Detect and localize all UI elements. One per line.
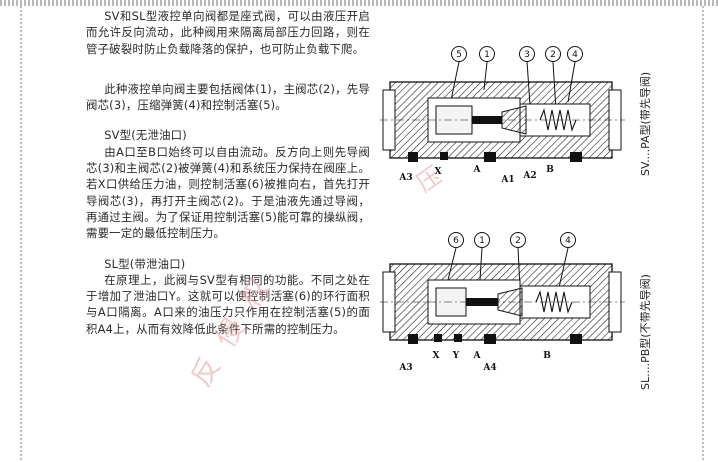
callout-top-4: 2 <box>550 50 556 60</box>
port-bottom-a4: A4 <box>482 363 496 373</box>
sv-type-heading: SV型(无泄油口) <box>104 128 187 143</box>
port-top-a1: A1 <box>500 175 514 185</box>
bottom-figure-caption: SL....PB型(不带先导阀) <box>639 274 652 390</box>
page-top-border <box>0 0 718 6</box>
callout-top-3: 3 <box>524 50 530 60</box>
port-top-a2: A2 <box>522 171 536 181</box>
description-text-column: SV和SL型液控单向阀都是座式阀，可以由液压开启而允许反向流动，此种阀用来隔离局… <box>86 8 370 337</box>
page-left-border <box>20 6 22 462</box>
port-top-b: B <box>546 165 554 175</box>
callout-top-2: 1 <box>484 50 490 60</box>
callout-top-5: 4 <box>572 50 578 60</box>
port-bottom-x: X <box>433 351 440 361</box>
callout-bottom-2: 1 <box>479 236 485 246</box>
components-paragraph: 此种液控单向阀主要包括阀体(1)，主阀芯(2)，先导阀芯(3)，压缩弹簧(4)和… <box>86 81 370 113</box>
port-bottom-y: Y <box>452 351 460 361</box>
callout-top-1: 5 <box>456 50 462 60</box>
port-top-a3: A3 <box>398 173 412 183</box>
sv-pa-valve-cross-section: 5 1 3 2 4 A3 X A A1 A2 B <box>380 20 625 195</box>
intro-paragraph: SV和SL型液控单向阀都是座式阀，可以由液压开启而允许反向流动，此种阀用来隔离局… <box>86 9 370 56</box>
callout-bottom-1: 6 <box>453 236 459 246</box>
top-figure-caption: SV....PA型(带先导阀) <box>639 71 652 176</box>
port-bottom-b: B <box>543 351 551 361</box>
sv-type-paragraph: 由A口至B口始终可以自由流动。反方向上则先导阀芯(3)和主阀芯(2)被弹簧(4)… <box>86 144 370 241</box>
port-top-x: X <box>435 167 442 177</box>
port-bottom-a: A <box>473 351 482 361</box>
sl-type-heading: SL型(带泄油口) <box>104 256 186 271</box>
port-top-a: A <box>473 165 482 175</box>
callout-bottom-3: 2 <box>515 236 521 246</box>
page-right-border <box>702 6 704 462</box>
callout-bottom-4: 4 <box>565 236 571 246</box>
sl-type-paragraph: 在原理上，此阀与SV型有相同的功能。不同之处在于增加了泄油口Y。这就可以使控制活… <box>86 272 370 336</box>
sl-pb-valve-cross-section: 6 1 2 4 A3 X Y A A4 B <box>380 228 625 378</box>
port-bottom-a3: A3 <box>398 363 412 373</box>
